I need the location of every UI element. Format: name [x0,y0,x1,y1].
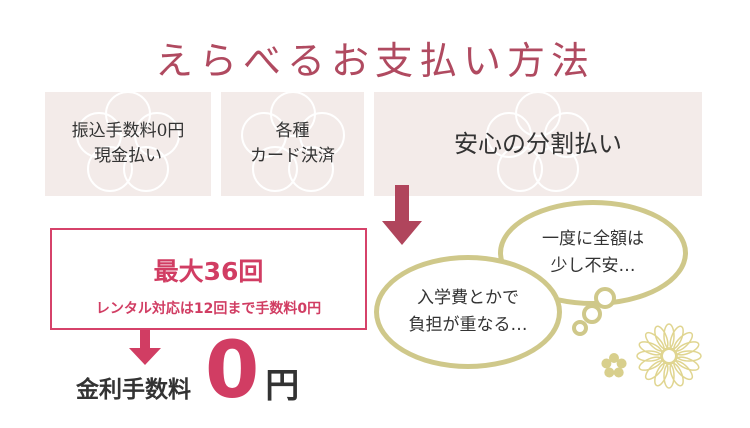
bubble-line: 少し不安… [550,256,636,276]
arrow-down-icon [382,185,422,245]
chrysanthemum-petal [675,356,700,371]
chrysanthemum-petal [675,341,700,356]
option-line: 各種 [275,120,310,141]
chrysanthemum-petal [673,331,694,352]
installment-headline: 最大36回 [153,257,264,286]
option-bank-cash: 振込手数料0円現金払い [45,92,211,196]
chrysanthemum-petal [654,362,669,387]
plum-flower-icon [486,92,590,192]
fee-unit: 円 [265,366,300,406]
chrysanthemum-petal [673,360,694,381]
thought-bubble: 一度に全額は少し不安… [498,200,688,306]
bubble-line: 入学費とかで [417,287,519,308]
plum-crest-icon [601,353,627,378]
fee-value: 0 [205,326,260,416]
option-line: 現金払い [93,146,162,166]
option-line: 安心の分割払い [454,130,622,158]
bubble-line: 一度に全額は [542,228,644,249]
thought-bubble: 入学費とかで負担が重なる… [374,255,562,369]
installment-box: 最大36回 レンタル対応は12回まで手数料0円 [50,228,367,330]
plum-flower-icon [76,92,180,192]
plum-flower-icon [240,92,345,192]
thought-dots-icon [572,287,616,336]
chrysanthemum-petal [654,325,669,350]
chrysanthemum-petal [644,360,665,381]
option-card: 各種カード決済 [221,92,364,196]
arrow-down-icon [129,330,161,365]
chrysanthemum-petal [669,362,684,387]
bubble-line: 負担が重なる… [408,315,528,335]
option-installment: 安心の分割払い [374,92,702,196]
chrysanthemum-petal [644,331,665,352]
option-line: 振込手数料0円 [71,120,185,141]
fee-row: 金利手数料 0 円 [76,332,299,410]
chrysanthemum-petal [638,356,663,371]
page-title: えらべるお支払い方法 [154,39,595,83]
chrysanthemum-petal [669,325,684,350]
fee-label: 金利手数料 [76,377,191,403]
chrysanthemum-icon [636,323,702,389]
chrysanthemum-petal [638,341,663,356]
option-line: カード決済 [250,146,335,166]
installment-note: レンタル対応は12回まで手数料0円 [95,301,322,317]
